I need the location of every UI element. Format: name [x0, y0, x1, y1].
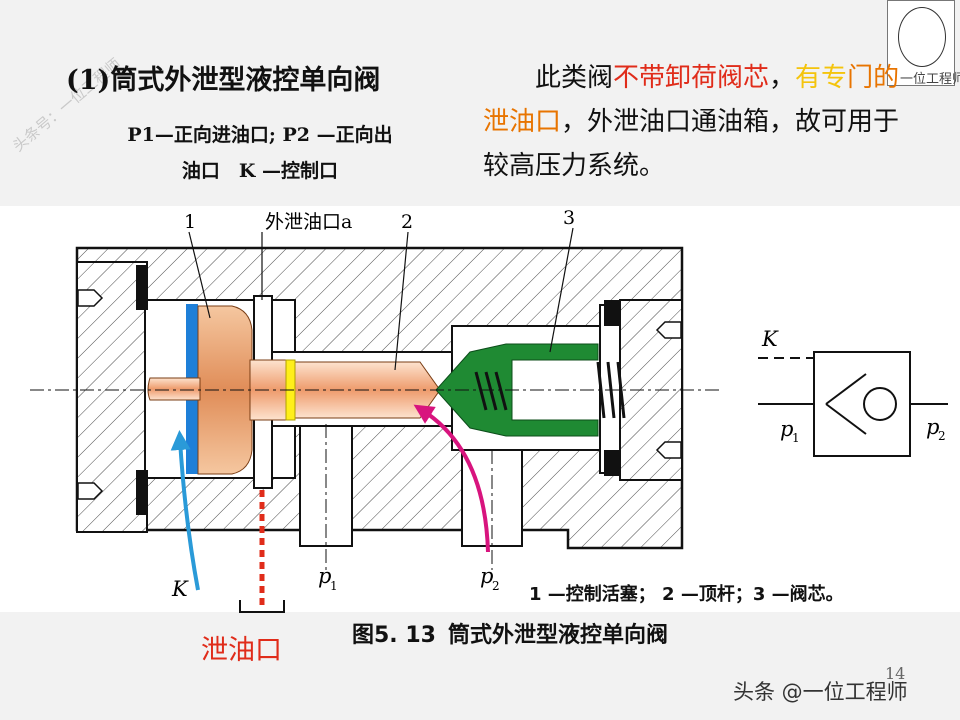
note-part1: 此类阀 [535, 63, 614, 93]
part-label-1: 1 [184, 211, 196, 233]
slide-title: (1)筒式外泄型液控单向阀 [66, 65, 381, 96]
explanation-note: 此类阀不带卸荷阀芯，有专门的泄油口，外泄油口通油箱，故可用于较高压力系统。 [483, 56, 923, 188]
reverse-flow-arrow [413, 404, 490, 553]
stamp-text: 一位工程师 [900, 72, 960, 87]
port-description-line1: P1—正向进油口; P2 —正向出 [127, 124, 393, 146]
symbol-label-p2-sub: 2 [938, 429, 946, 443]
top-band [0, 0, 960, 206]
part-label-2: 2 [401, 211, 413, 233]
figure-caption-text: 筒式外泄型液控单向阀 [447, 623, 668, 648]
bottom-band [0, 612, 960, 720]
tank-symbol [239, 600, 285, 613]
parts-legend: 1 —控制活塞； 2 —顶杆；3 —阀芯。 [529, 584, 844, 605]
symbol-label-p1: p [780, 417, 793, 441]
note-highlight-special: 有专 [795, 63, 848, 93]
note-highlight-no-unload: 不带卸荷阀芯 [613, 63, 770, 93]
part-label-3: 3 [563, 207, 575, 229]
stamp-logo [887, 0, 955, 86]
port-description-line2: 油口 K —控制口 [181, 160, 339, 182]
symbol-label-p1-sub: 1 [792, 431, 800, 445]
port-label-k: K [171, 577, 189, 601]
seal-blocks [136, 265, 620, 515]
hydraulic-symbol: K p 1 p 2 [758, 327, 948, 457]
port-label-p2: p [480, 564, 493, 588]
port-label-p2-sub: 2 [492, 579, 500, 593]
port-label-p1-sub: 1 [330, 579, 338, 593]
page-number: 14 [885, 664, 906, 683]
note-part6: ，外泄油口通油箱，故可用于较高压力系统。 [483, 107, 900, 181]
note-highlight-drain-port: 门的泄油口 [483, 63, 900, 137]
figure-caption: 图5. 13 筒式外泄型液控单向阀 [352, 617, 668, 649]
symbol-label-p2: p [926, 415, 939, 439]
bottom-watermark: 头条 @一位工程师 [733, 680, 908, 704]
control-flow-arrow [170, 430, 200, 591]
drain-port-a-label: 外泄油口a [265, 211, 352, 233]
centerlines [30, 389, 720, 570]
port-description: P1—正向进油口; P2 —正向出 油口 K —控制口 [80, 117, 440, 189]
note-part3: ， [769, 63, 796, 93]
stamp-circle [898, 7, 946, 67]
port-label-p1: p [318, 564, 331, 588]
screw-holes [77, 289, 682, 500]
leader-lines [188, 227, 574, 371]
drain-outlet-label: 泄油口 [201, 635, 282, 666]
figure-number: 图5. 13 [352, 623, 436, 648]
symbol-label-k: K [761, 327, 779, 351]
